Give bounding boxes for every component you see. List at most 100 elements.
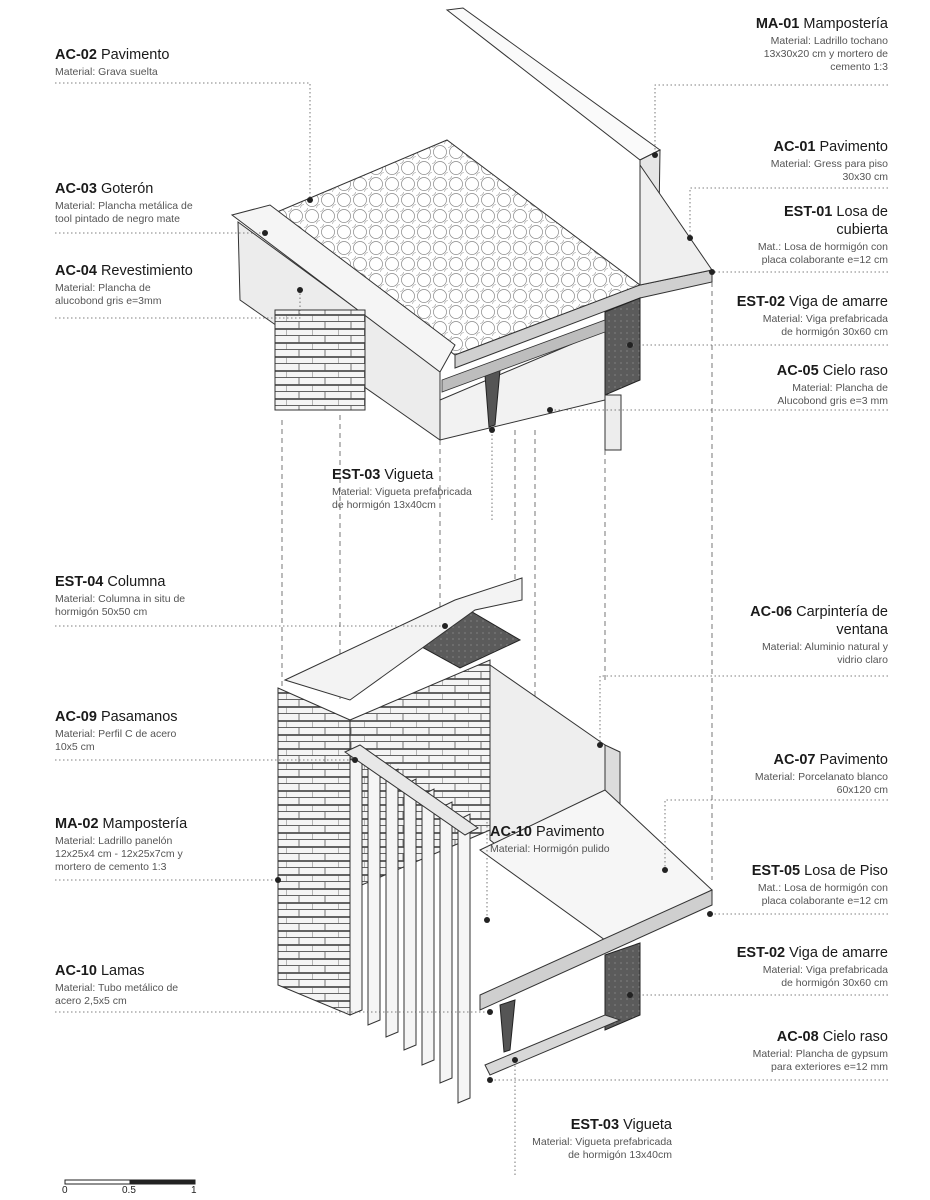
label-code: AC-03: [55, 181, 97, 197]
label-name: Cielo raso: [822, 363, 888, 379]
label-code: EST-02: [736, 945, 786, 961]
label-code: AC-02: [55, 47, 97, 63]
label-ac07: AC-07 Pavimento Material: Porcelanato bl…: [755, 751, 888, 797]
label-desc: cemento 1:3: [830, 61, 888, 74]
label-name: Pasamanos: [100, 709, 178, 725]
label-desc: Mat.: Losa de hormigón con: [757, 882, 888, 895]
label-desc: Material: Vigueta prefabricada: [332, 486, 472, 499]
label-desc: 13x30x20 cm y mortero de: [763, 48, 888, 61]
label-code: AC-10: [490, 824, 532, 840]
roof-slab-side: [639, 163, 713, 286]
upper-brick-fragment: [274, 309, 366, 411]
label-desc: mortero de cemento 1:3: [55, 861, 167, 874]
label-code: AC-08: [776, 1029, 819, 1045]
joist-slab-strip: [441, 319, 606, 393]
label-desc: placa colaborante e=12 cm: [761, 895, 888, 908]
label-name: Losa de: [836, 204, 888, 220]
label-code: AC-06: [750, 604, 793, 620]
lower-wall-top: [283, 577, 523, 701]
label-est03-lower: EST-03 Vigueta Material: Vigueta prefabr…: [532, 1116, 672, 1162]
label-desc: Material: Plancha de gypsum: [752, 1048, 888, 1061]
label-desc: Material: Aluminio natural y: [761, 641, 888, 654]
label-desc: placa colaborante e=12 cm: [761, 254, 888, 267]
label-ac08: AC-08 Cielo raso Material: Plancha de gy…: [753, 1028, 888, 1074]
label-ac03: AC-03 Goterón Material: Plancha metálica…: [55, 180, 193, 226]
label-desc: para exteriores e=12 mm: [770, 1061, 888, 1074]
label-desc: vidrio claro: [837, 654, 888, 667]
label-desc: Material: Plancha metálica de: [55, 200, 193, 213]
label-name: Mampostería: [803, 16, 888, 32]
label-desc: Material: Plancha de: [55, 282, 151, 295]
label-est02-lower: EST-02 Viga de amarre Material: Viga pre…: [737, 944, 888, 990]
label-code: MA-02: [55, 816, 99, 832]
label-name: Vigueta: [384, 467, 434, 483]
label-desc: Material: Tubo metálico de: [55, 982, 179, 995]
tie-beam-upper: [604, 297, 641, 396]
floor-slab-edge: [479, 889, 713, 1011]
scale-label-zero: 0: [62, 1185, 68, 1196]
label-desc: Material: Columna in situ de: [55, 593, 186, 606]
label-code: EST-03: [570, 1117, 620, 1133]
handrail: [343, 744, 479, 836]
label-name: Viga de amarre: [789, 294, 888, 310]
label-name: Revestimiento: [100, 263, 193, 279]
label-code: EST-03: [332, 467, 381, 483]
label-desc: alucobond gris e=3mm: [55, 295, 162, 308]
label-code: MA-01: [755, 16, 800, 32]
scale-label-one: 1: [191, 1185, 197, 1196]
label-est05: EST-05 Losa de Piso Mat.: Losa de hormig…: [752, 862, 888, 908]
label-code: EST-04: [55, 574, 104, 590]
label-ac02: AC-02 Pavimento Material: Grava suelta: [55, 46, 169, 79]
tie-beam-lower: [604, 942, 641, 1031]
label-desc: 30x30 cm: [842, 171, 888, 184]
label-name: Viga de amarre: [789, 945, 888, 961]
label-desc: Material: Viga prefabricada: [762, 964, 888, 977]
label-desc: 12x25x4 cm - 12x25x7cm y: [55, 848, 183, 861]
label-desc: de hormigón 13x40cm: [332, 499, 436, 512]
label-code: AC-07: [773, 752, 816, 768]
label-name: Columna: [107, 574, 166, 590]
label-code: AC-10: [55, 963, 97, 979]
label-desc: de hormigón 30x60 cm: [781, 326, 888, 339]
label-desc: Material: Viga prefabricada: [762, 313, 888, 326]
label-code: AC-05: [776, 363, 819, 379]
label-name: Pavimento: [535, 824, 605, 840]
label-desc: hormigón 50x50 cm: [55, 606, 148, 619]
label-desc: de hormigón 30x60 cm: [781, 977, 888, 990]
scale-label-half: 0.5: [122, 1185, 136, 1196]
label-ac10-pavimento: AC-10 Pavimento Material: Hormigón pulid…: [490, 823, 610, 856]
label-desc: Material: Hormigón pulido: [490, 843, 610, 856]
label-code: EST-01: [784, 204, 833, 220]
label-est02-upper: EST-02 Viga de amarre Material: Viga pre…: [737, 293, 888, 339]
leader-dots: [262, 152, 715, 1083]
brick-wall-face: [277, 687, 351, 1016]
label-name: Pavimento: [819, 139, 888, 155]
ceiling-panel-lower: [484, 1014, 622, 1076]
masonry-wall-upper: [445, 7, 661, 161]
label-code: EST-02: [736, 294, 786, 310]
label-desc: Material: Perfil C de acero: [55, 728, 177, 741]
label-desc: Material: Plancha de: [792, 382, 888, 395]
label-desc: Material: Porcelanato blanco: [754, 771, 888, 784]
label-name: Pavimento: [819, 752, 888, 768]
label-name: Mampostería: [102, 816, 188, 832]
label-name: Vigueta: [623, 1117, 672, 1133]
label-code: AC-09: [55, 709, 97, 725]
label-desc: acero 2,5x5 cm: [55, 995, 127, 1008]
label-desc: Material: Vigueta prefabricada: [532, 1136, 672, 1149]
label-name: Pavimento: [100, 47, 170, 63]
label-name-line2: ventana: [836, 622, 888, 639]
label-ac01: AC-01 Pavimento Material: Gress para pis…: [771, 138, 888, 184]
label-ma01: MA-01 Mampostería Material: Ladrillo toc…: [756, 15, 888, 75]
label-code: AC-04: [55, 263, 97, 279]
leader-lines: [55, 82, 888, 1175]
label-desc: Material: Gress para piso: [770, 158, 888, 171]
label-desc: 10x5 cm: [55, 741, 95, 754]
label-name: Losa de Piso: [804, 863, 888, 879]
label-desc: 60x120 cm: [836, 784, 888, 797]
label-desc: Material: Ladrillo panelón: [55, 835, 173, 848]
